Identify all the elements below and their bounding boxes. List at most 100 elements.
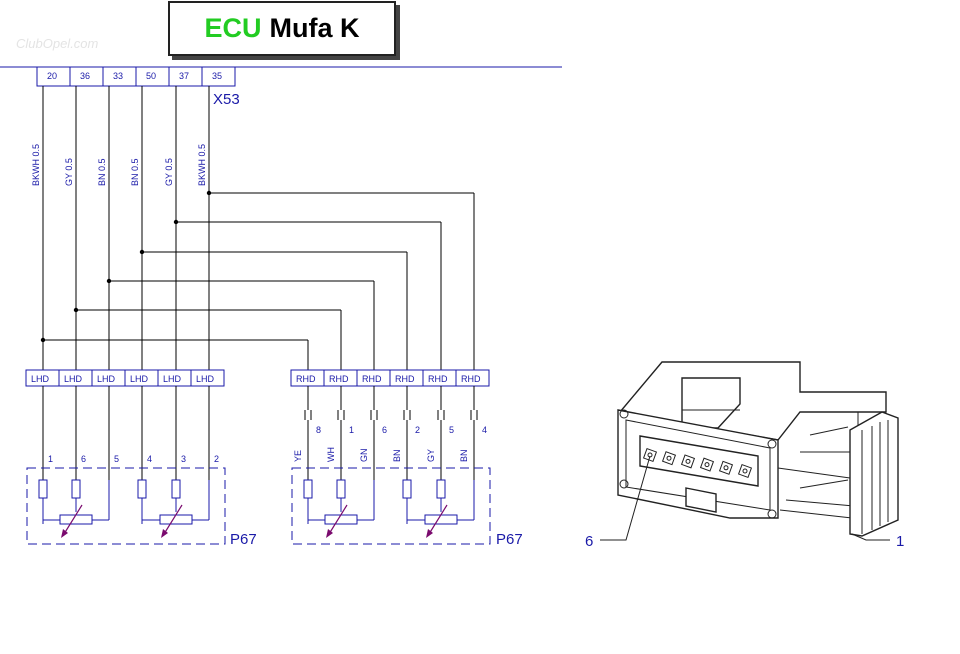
lhd-pin-4: 4 [147, 454, 152, 464]
lhd-pin-2: 6 [81, 454, 86, 464]
resistor [137, 479, 147, 499]
rhd-pin-2: 1 [349, 425, 354, 435]
wire-label-5: GY 0.5 [164, 158, 174, 186]
rhd-label-6: RHD [461, 374, 481, 384]
rhd-label-4: RHD [395, 374, 415, 384]
pin-cavity-hole [704, 462, 710, 468]
x53-pin-35: 35 [212, 71, 222, 81]
watermark: ClubOpel.com [16, 36, 99, 51]
wiper-arrow [328, 504, 348, 535]
x53-pin-50: 50 [146, 71, 156, 81]
p67-left-label: P67 [230, 531, 257, 548]
wire-label-4: BN 0.5 [130, 158, 140, 186]
resistor [171, 479, 181, 499]
rhd-pin-4: 2 [415, 425, 420, 435]
lhd-label-3: LHD [97, 374, 116, 384]
rhd-pin-6: 4 [482, 425, 487, 435]
lhd-box-6 [190, 369, 225, 387]
x53-pin-20: 20 [47, 71, 57, 81]
pin-1-label: 1 [896, 533, 904, 550]
lhd-pin-6: 2 [214, 454, 219, 464]
wiper-arrowhead [426, 529, 433, 538]
pin-cavity [718, 460, 734, 475]
junction-dot [106, 278, 112, 284]
lhd-label-4: LHD [130, 374, 149, 384]
rhd-color-5: GY [426, 449, 436, 462]
pin-cavity [661, 451, 677, 466]
rhd-color-3: GN [359, 449, 369, 463]
rhd-label-2: RHD [329, 374, 349, 384]
junction-dot [139, 249, 145, 255]
title-text: Mufa K [269, 13, 360, 43]
wiper-arrow [428, 504, 448, 535]
title-box: ECU Mufa K [168, 1, 396, 56]
resistor [303, 479, 313, 499]
rhd-pin-5: 5 [449, 425, 454, 435]
rhd-color-4: BN [392, 449, 402, 462]
x53-pin-37: 37 [179, 71, 189, 81]
lhd-label-1: LHD [31, 374, 50, 384]
lhd-label-5: LHD [163, 374, 182, 384]
pin-cavity-hole [685, 458, 691, 464]
junction-dot [73, 307, 79, 313]
resistor [38, 479, 48, 499]
wire-label-3: BN 0.5 [97, 158, 107, 186]
rhd-pin-socket [437, 410, 445, 420]
p67-left-group: P67 [26, 467, 257, 548]
rhd-box-6 [455, 369, 490, 387]
junction-dot [173, 219, 179, 225]
resistor [436, 479, 446, 499]
rhd-label-1: RHD [296, 374, 316, 384]
pin-cavity [680, 454, 696, 469]
x53-pin-33: 33 [113, 71, 123, 81]
wiper-arrow [163, 504, 183, 535]
x53-pin-36: 36 [80, 71, 90, 81]
pin-cavity-hole [666, 455, 672, 461]
wire-label-1: BKWH 0.5 [31, 144, 41, 186]
pin-cavity [699, 457, 715, 472]
wiper-arrowhead [326, 529, 333, 538]
wiper-arrowhead [161, 529, 168, 538]
resistor [336, 479, 346, 499]
rhd-pin-socket [403, 410, 411, 420]
pin-cavity-hole [742, 468, 748, 474]
lhd-connector-strip: LHD LHD LHD LHD LHD LHD 1 6 5 4 3 2 [25, 369, 225, 480]
lhd-pin-5: 3 [181, 454, 186, 464]
rhd-label-3: RHD [362, 374, 382, 384]
rhd-pin-3: 6 [382, 425, 387, 435]
rhd-color-1: YE [293, 450, 303, 462]
rhd-pin-socket [304, 410, 312, 420]
lhd-label-6: LHD [196, 374, 215, 384]
rhd-connector-strip: RHD RHD RHD RHD RHD RHD 8YE 1WH 6GN 2BN 5GY 4BN [290, 369, 490, 480]
rhd-color-6: BN [459, 449, 469, 462]
potentiometer [59, 514, 93, 525]
wire-labels: BKWH 0.5 GY 0.5 BN 0.5 BN 0.5 GY 0.5 BKWH 0.5 [31, 144, 207, 186]
pin-cavity-hole [723, 465, 729, 471]
rhd-label-5: RHD [428, 374, 448, 384]
wire-label-2: GY 0.5 [64, 158, 74, 186]
wire-label-6: BKWH 0.5 [197, 144, 207, 186]
lhd-pin-1: 1 [48, 454, 53, 464]
lhd-pin-3: 5 [114, 454, 119, 464]
pin-cavity [642, 447, 658, 463]
pin-6-label: 6 [585, 533, 593, 550]
junction-dot [40, 337, 46, 343]
connector-illustration: 6 1 [585, 361, 904, 550]
p67-right-group: P67 [291, 467, 523, 548]
rhd-pin-socket [370, 410, 378, 420]
wires [40, 86, 475, 370]
potentiometer [424, 514, 458, 525]
potentiometer [324, 514, 358, 525]
rhd-pin-1: 8 [316, 425, 321, 435]
junction-dot [206, 190, 212, 196]
rhd-color-2: WH [326, 447, 336, 462]
resistor [402, 479, 412, 499]
title-prefix: ECU [204, 13, 262, 43]
wiper-arrow [63, 504, 83, 535]
resistor [71, 479, 81, 499]
p67-right-label: P67 [496, 531, 523, 548]
lhd-label-2: LHD [64, 374, 83, 384]
rhd-pin-socket [337, 410, 345, 420]
rhd-pin-socket [470, 410, 478, 420]
